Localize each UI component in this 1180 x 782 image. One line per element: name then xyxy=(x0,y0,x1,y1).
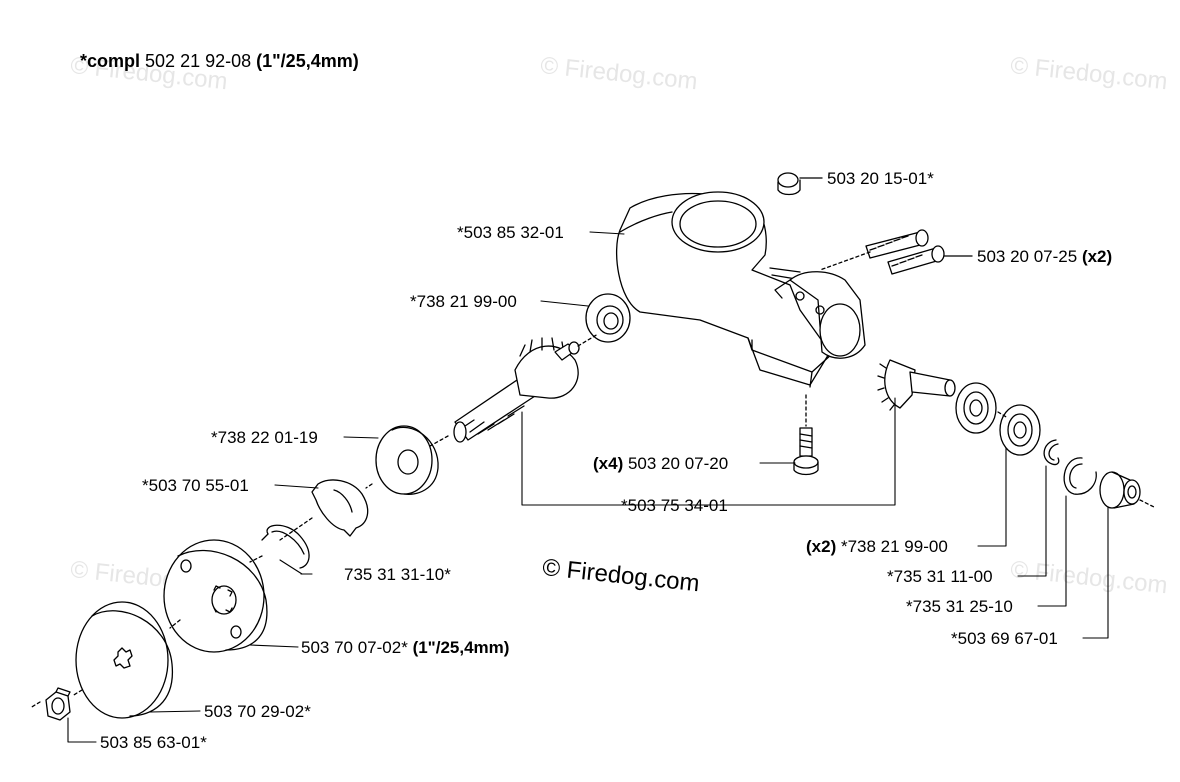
assembly-title: *compl 502 21 92-08 (1"/25,4mm) xyxy=(80,52,359,70)
part-label-503696701[interactable]: *503 69 67-01 xyxy=(951,629,1058,648)
part-label-738219900-upper[interactable]: *738 21 99-00 xyxy=(410,292,517,311)
bearing-right-1 xyxy=(955,382,997,434)
part-label-503702902[interactable]: 503 70 29-02* xyxy=(204,702,311,721)
part-label-738219900-lower[interactable]: (x2) *738 21 99-00 xyxy=(806,538,948,555)
part-label-503200720[interactable]: (x4) 503 20 07-20 xyxy=(593,455,728,472)
part-label-503853201[interactable]: *503 85 32-01 xyxy=(457,223,564,242)
part-number-503200725: 503 20 07-25 xyxy=(977,247,1078,266)
support-cup xyxy=(75,601,173,719)
part-label-735313110[interactable]: 735 31 31-10* xyxy=(344,565,451,584)
bevel-gear xyxy=(877,359,956,411)
part-label-503856301[interactable]: 503 85 63-01* xyxy=(100,733,207,752)
nut xyxy=(45,687,71,721)
circlip-large xyxy=(1063,457,1097,495)
part-label-503201501[interactable]: 503 20 15-01* xyxy=(827,169,934,188)
assembly-size: (1"/25,4mm) xyxy=(256,51,359,71)
circlip-735313110 xyxy=(261,524,310,569)
part-number-503200720: 503 20 07-20 xyxy=(627,454,729,473)
part-label-503700702[interactable]: 503 70 07-02* (1"/25,4mm) xyxy=(301,639,509,656)
bearing-upper xyxy=(585,293,631,343)
part-label-735312510[interactable]: *735 31 25-10 xyxy=(906,597,1013,616)
thrust-washer xyxy=(311,479,369,537)
assembly-title-prefix: *compl xyxy=(80,51,141,71)
part-label-503705501[interactable]: *503 70 55-01 xyxy=(142,476,249,495)
part-number-503700702: 503 70 07-02* xyxy=(301,638,408,657)
quantity-738219900-lower: (x2) xyxy=(806,537,837,556)
part-label-503753401[interactable]: *503 75 34-01 xyxy=(621,496,728,515)
end-cap xyxy=(1099,471,1141,509)
size-503700702: (1"/25,4mm) xyxy=(412,638,510,657)
bearing-right-2 xyxy=(999,404,1041,456)
quantity-503200720: (x4) xyxy=(593,454,624,473)
seal-ring xyxy=(375,425,439,496)
part-label-738220119[interactable]: *738 22 01-19 xyxy=(211,428,318,447)
pinion-shaft xyxy=(453,333,599,443)
leader-lines xyxy=(67,231,1109,743)
plug-screw xyxy=(777,172,823,196)
part-number-738219900-lower: *738 21 99-00 xyxy=(840,537,948,556)
quantity-503200725: (x2) xyxy=(1081,247,1113,266)
part-label-503200725[interactable]: 503 20 07-25 (x2) xyxy=(977,248,1112,265)
driver-disc xyxy=(163,539,268,653)
part-label-735311100[interactable]: *735 31 11-00 xyxy=(887,567,993,586)
assembly-part-number: 502 21 92-08 xyxy=(145,51,252,71)
clamp-screws xyxy=(819,229,973,275)
housing-screw xyxy=(793,394,819,476)
gear-housing xyxy=(615,191,866,388)
circlip-small xyxy=(1043,439,1060,466)
